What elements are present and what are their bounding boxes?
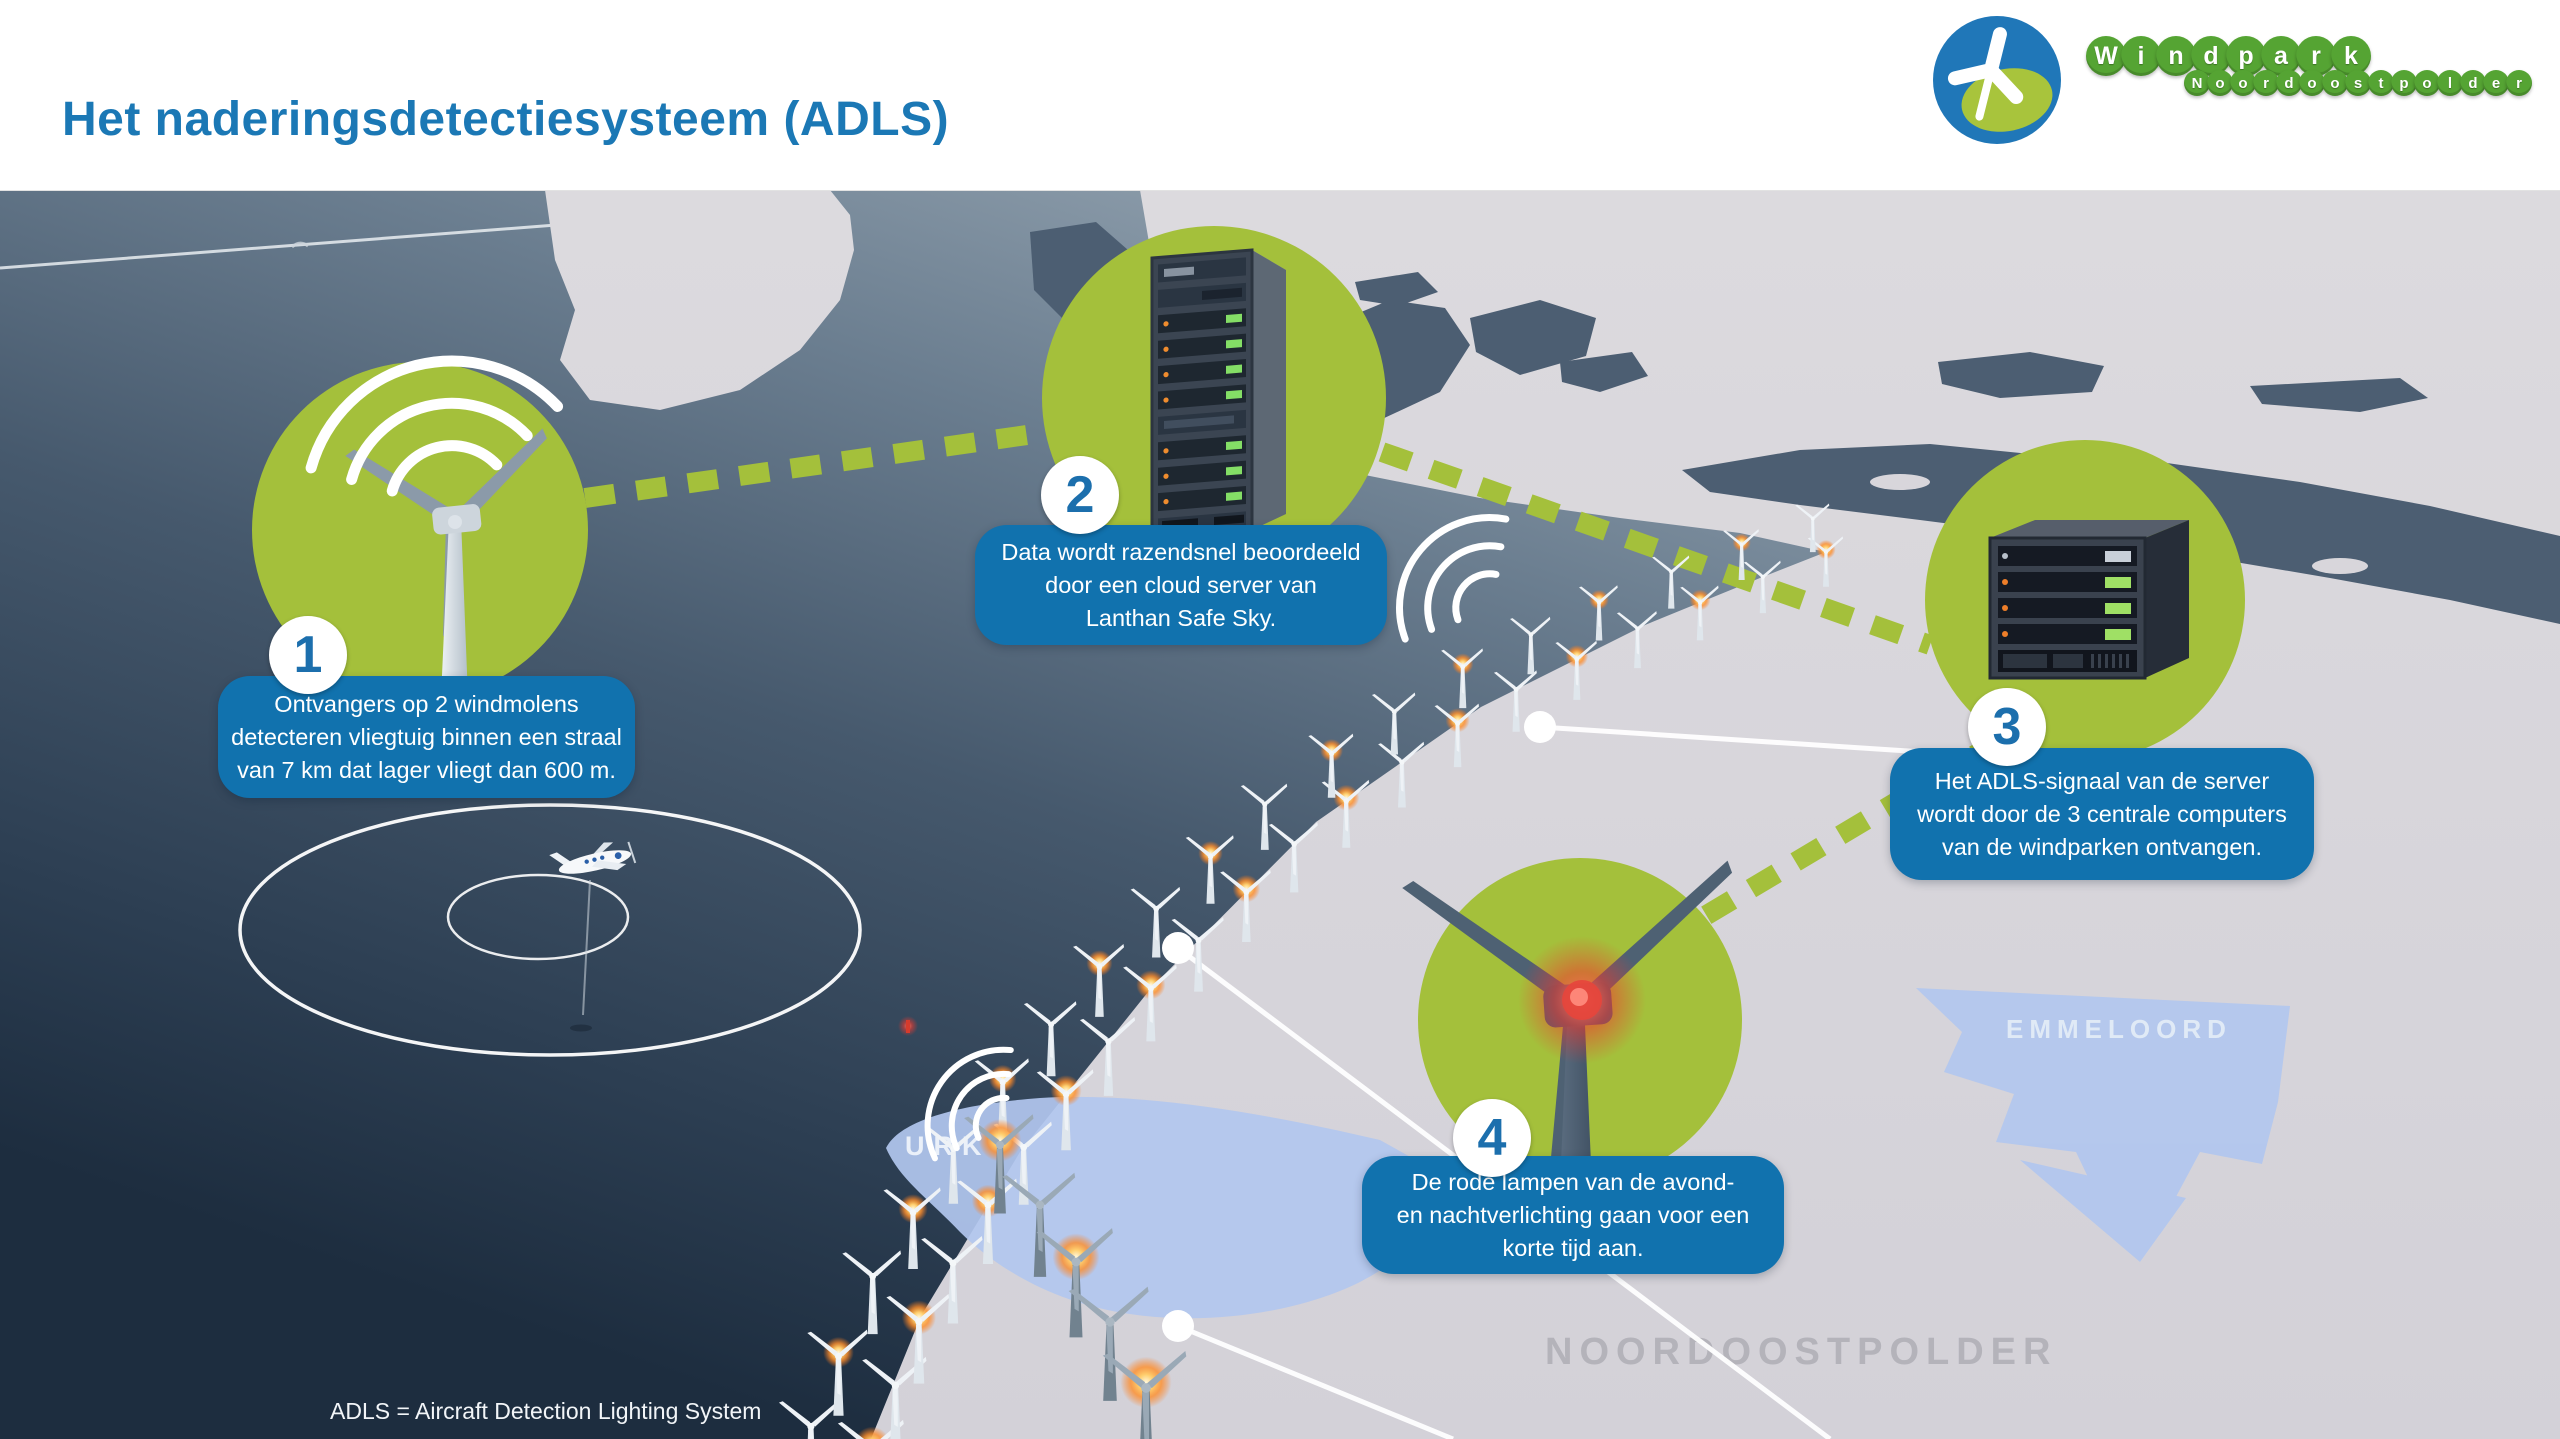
towns — [886, 988, 2290, 1319]
windpark-logo-icon — [1933, 16, 2061, 144]
central-computer-icon — [1988, 520, 2189, 680]
step2-circle — [1042, 226, 1386, 570]
step1-number-badge: 1 — [269, 616, 347, 694]
link-1-2 — [583, 422, 1050, 508]
cloud-server-icon — [1150, 248, 1286, 539]
step2-callout: Data wordt razendsnel beoordeeld door ee… — [975, 525, 1387, 645]
footer-note: ADLS = Aircraft Detection Lighting Syste… — [330, 1398, 762, 1424]
step2-number-badge: 2 — [1041, 456, 1119, 534]
town-emmeloord-label: EMMELOORD — [2006, 1014, 2232, 1044]
page-title: Het naderingsdetectiesysteem (ADLS) — [62, 93, 950, 146]
link-2-3 — [1378, 442, 1934, 655]
step4-number-badge: 4 — [1453, 1099, 1531, 1177]
town-emmeloord-shape — [1916, 988, 2290, 1208]
step3-circle — [1925, 440, 2245, 760]
step1-circle — [252, 355, 588, 698]
airplane-icon — [549, 841, 637, 1032]
town-urk-shape — [886, 1096, 1451, 1319]
step3-callout: Het ADLS-signaal van de server wordt doo… — [1890, 748, 2314, 880]
signal-arcs-step1 — [305, 355, 564, 497]
land-lobe — [545, 190, 854, 410]
step4-callout: De rode lampen van de avond- en nachtver… — [1362, 1156, 1784, 1274]
red-buoy-light — [898, 1016, 918, 1036]
horizon-line — [0, 223, 557, 270]
map-illustration: URK EMMELOORD NOORDOOSTPOLDER — [0, 190, 2560, 1439]
region-label: NOORDOOSTPOLDER — [1545, 1331, 2057, 1373]
alert-turbine-icon — [1402, 860, 1733, 1256]
step3-number-badge: 3 — [1968, 688, 2046, 766]
detection-rings — [238, 803, 862, 1057]
step1-callout: Ontvangers op 2 windmolens detecteren vl… — [218, 676, 635, 798]
signal-arcs-urk — [924, 1046, 1014, 1162]
network-dots — [1162, 711, 1556, 1342]
signal-arcs-coast — [1396, 514, 1510, 643]
